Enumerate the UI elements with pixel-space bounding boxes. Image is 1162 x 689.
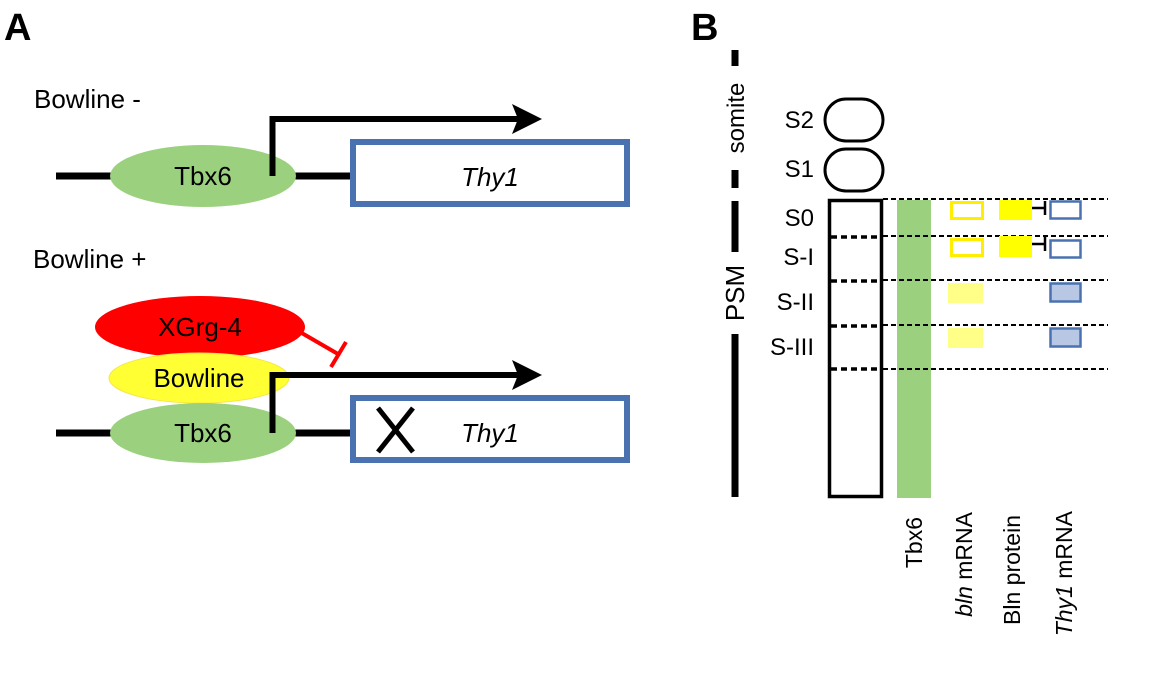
mrna-suffix: mRNA: [951, 511, 977, 586]
arrow-head-icon: [512, 360, 542, 390]
bln-protein-mark: [999, 200, 1032, 220]
bln-protein-mark: [999, 236, 1032, 257]
region-axis: somite PSM: [720, 50, 750, 497]
bowline-minus-construct: Tbx6 Thy1: [56, 104, 630, 207]
stage-labels: S2 S1 S0 S-I S-II S-III: [770, 107, 814, 361]
column-label-bln-protein: Bln protein: [999, 515, 1025, 625]
bowline-plus-construct: XGrg-4 Bowline Tbx6 Thy1: [56, 296, 630, 463]
thy1-mrna-mark: [1049, 327, 1082, 348]
panel-b-label: B: [691, 7, 718, 49]
repressed-cross-icon: [376, 406, 415, 454]
column-labels: Tbx6 bln mRNA Bln protein Thy1 mRNA: [901, 510, 1077, 636]
tbx6-expression-bar: [897, 200, 931, 498]
mrna-suffix: mRNA: [1051, 510, 1077, 585]
arrow-head-icon: [512, 104, 542, 134]
tbx6-label: Tbx6: [174, 418, 232, 448]
stage-label: S-III: [770, 334, 814, 361]
thy1-gene-label: Thy1: [461, 418, 519, 448]
column-label-tbx6: Tbx6: [901, 517, 927, 568]
bln-mrna-mark: [950, 238, 984, 257]
stage-label: S0: [785, 205, 814, 232]
column-label-bln-mrna: bln mRNA: [951, 511, 977, 616]
expression-row-s-ii: [948, 282, 1082, 303]
psm-box: [827, 198, 884, 499]
somite-s2: [823, 97, 885, 143]
xgrg4-label: XGrg-4: [158, 312, 242, 342]
bowline-minus-label: Bowline -: [34, 84, 141, 114]
somite-s1: [823, 147, 885, 193]
bln-mrna-mark: [948, 328, 983, 348]
expression-row-s-iii: [948, 327, 1082, 348]
bln-mrna-mark: [948, 283, 983, 303]
transcription-arrow-line: [269, 116, 520, 176]
thy1-gene-label: Thy1: [461, 162, 519, 192]
bln-italic: bln: [951, 586, 977, 617]
thy1-gene-box: [350, 139, 630, 207]
xgrg4-ellipse: [95, 296, 305, 358]
thy1-mrna-mark: [1049, 200, 1082, 220]
bowline-label: Bowline: [153, 363, 244, 393]
stage-label: S-I: [783, 244, 814, 271]
tbx6-label: Tbx6: [174, 161, 232, 191]
inhibition-line: [298, 330, 340, 356]
thy1-mrna-mark: [1049, 282, 1082, 303]
somite-label: somite: [723, 83, 750, 154]
stage-label: S1: [785, 156, 814, 183]
thy1-mrna-mark: [1049, 239, 1082, 259]
column-label-thy1-mrna: Thy1 mRNA: [1051, 510, 1077, 636]
thy1-italic: Thy1: [1051, 585, 1077, 636]
stage-label: S-II: [777, 289, 814, 316]
expression-row-s-i: [950, 236, 1082, 259]
segment-boundaries: [831, 198, 1108, 371]
stage-label: S2: [785, 107, 814, 134]
bowline-plus-label: Bowline +: [33, 244, 146, 274]
tbx6-ellipse: [110, 145, 296, 207]
tbx6-ellipse: [110, 403, 296, 463]
transcription-arrow-line: [269, 372, 520, 433]
psm-label: PSM: [720, 265, 750, 321]
panel-a-label: A: [4, 7, 31, 49]
expression-row-s0: [950, 200, 1082, 220]
inhibition-bar-icon: [329, 340, 348, 369]
bln-mrna-mark: [950, 201, 984, 220]
